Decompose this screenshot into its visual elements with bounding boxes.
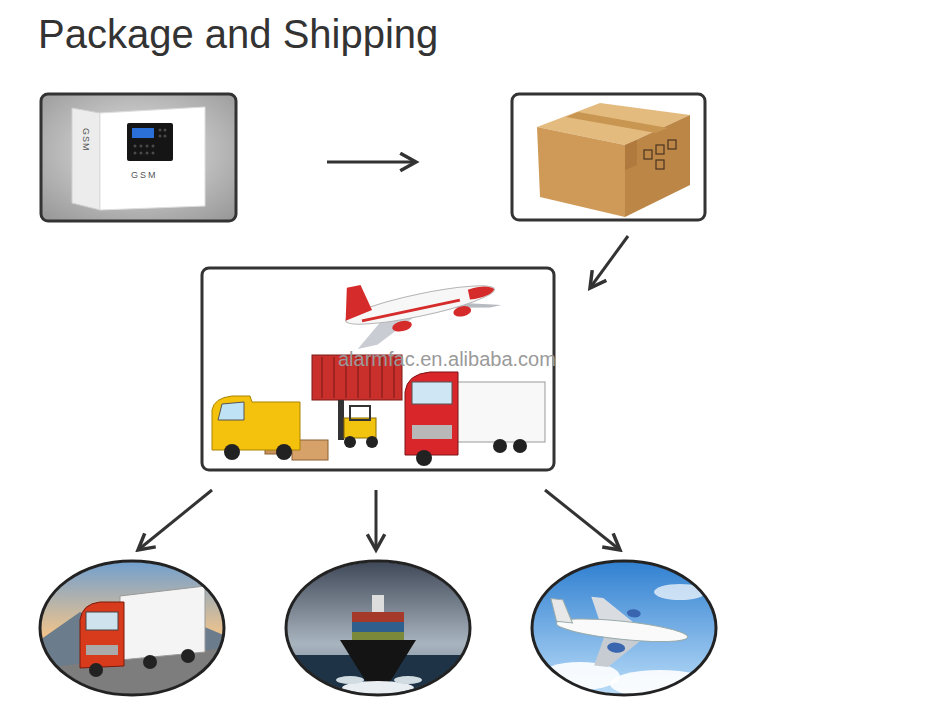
flow-arrow-part xyxy=(327,161,416,164)
product-panel-part-part xyxy=(164,129,167,132)
product-panel-part-part xyxy=(134,152,137,155)
product-panel-part-part xyxy=(152,152,155,155)
transport-panel-part xyxy=(224,444,240,460)
carton-panel-part xyxy=(566,112,668,133)
sea-transport-part xyxy=(286,561,470,695)
carton-panel-part-part xyxy=(656,145,664,154)
carton-panel-part xyxy=(644,140,676,169)
sea-transport-part-part xyxy=(336,676,364,684)
transport-panel-part xyxy=(405,372,458,455)
sea-transport-part-part xyxy=(352,632,404,640)
road-transport-part xyxy=(40,561,224,695)
carton-panel-part xyxy=(625,140,637,170)
sea-transport-part-part xyxy=(394,676,422,684)
road-transport-part-part xyxy=(80,602,124,668)
product-panel-part-part xyxy=(146,145,149,148)
sea-transport-part-part xyxy=(352,612,404,622)
air-transport-part-part xyxy=(532,560,718,700)
transport-panel-part-part xyxy=(339,284,373,321)
product-panel-part-part xyxy=(159,129,162,132)
air-transport-part xyxy=(532,560,718,700)
transport-panel-part-part xyxy=(321,357,323,398)
carton-panel-part-part xyxy=(668,140,676,149)
product-print: GSM xyxy=(81,128,90,152)
carton-panel-part xyxy=(537,127,625,217)
air-transport xyxy=(532,560,718,700)
road-transport-part-part xyxy=(86,612,118,630)
transport-panel-part xyxy=(218,402,244,420)
product-panel-part-part xyxy=(140,152,143,155)
air-transport-part-part-part xyxy=(607,642,626,654)
transport-panel-part-part xyxy=(452,305,472,319)
flow-arrow xyxy=(138,162,628,550)
flow-arrow-part xyxy=(590,236,628,288)
carton-panel xyxy=(512,94,705,220)
product-panel-part xyxy=(100,107,205,210)
transport-panel-part xyxy=(493,439,507,453)
page-title: Package and Shipping xyxy=(38,12,438,57)
flow-arrow-part xyxy=(138,490,212,550)
product-panel-part xyxy=(41,94,236,221)
transport-panel-part xyxy=(412,382,452,404)
road-transport-part-part xyxy=(40,560,226,700)
product-panel-part-part xyxy=(159,135,162,138)
product-panel-part-part xyxy=(146,152,149,155)
product-panel xyxy=(41,94,236,221)
carton-panel-part-part xyxy=(644,150,652,159)
sea-transport-part-part xyxy=(286,560,472,700)
carton-panel-part xyxy=(512,94,705,220)
sea-transport-part-part xyxy=(372,595,384,613)
transport-panel-part xyxy=(412,425,452,439)
transport-panel-part xyxy=(366,436,378,448)
product-panel-part xyxy=(127,123,173,161)
product-panel-part xyxy=(132,128,154,138)
transport-panel-part xyxy=(212,396,300,450)
road-transport-part-part xyxy=(143,655,157,669)
air-transport-part-part-part xyxy=(626,609,641,618)
product-panel-part xyxy=(134,129,167,155)
product-panel-part xyxy=(72,108,100,210)
road-transport-part-part xyxy=(89,663,103,677)
transport-panel-part-part xyxy=(468,284,496,300)
transport-panel-part xyxy=(416,450,432,466)
transport-panel-part xyxy=(513,439,527,453)
transport-panel-part xyxy=(339,257,504,350)
transport-panel-part xyxy=(455,382,545,442)
transport-panel-part xyxy=(202,268,554,470)
transport-panel-part xyxy=(338,400,344,440)
transport-panel-part xyxy=(344,436,356,448)
sea-transport xyxy=(286,560,472,700)
watermark: alarmfac.en.alibaba.com xyxy=(338,349,556,369)
flow-arrow-part xyxy=(375,490,378,550)
carton-panel-part-part xyxy=(656,160,664,169)
product-panel-part-part xyxy=(164,135,167,138)
product-print: GSM xyxy=(131,171,158,180)
transport-panel-part xyxy=(276,444,292,460)
transport-panel-part-part xyxy=(333,357,335,398)
road-transport-part xyxy=(40,560,226,700)
air-transport-part-part-part xyxy=(549,599,575,623)
air-transport-part-part xyxy=(544,593,690,675)
product-panel-part-part xyxy=(140,145,143,148)
transport-panel-part xyxy=(350,406,370,420)
sea-transport-part-part xyxy=(352,622,404,632)
transport-panel-part-part xyxy=(391,319,413,333)
road-transport xyxy=(40,560,226,700)
transport-panel-part-part xyxy=(362,299,460,323)
air-transport-part-part-part xyxy=(555,614,688,646)
product-panel-part-part xyxy=(134,145,137,148)
air-transport-part xyxy=(532,561,716,695)
road-transport-part-part xyxy=(86,645,118,655)
flow-arrow-part xyxy=(545,490,620,550)
road-transport-part-part xyxy=(181,649,195,663)
product-panel-part-part xyxy=(152,145,155,148)
road-transport-part-part xyxy=(120,586,205,660)
sea-transport-part xyxy=(286,560,472,700)
